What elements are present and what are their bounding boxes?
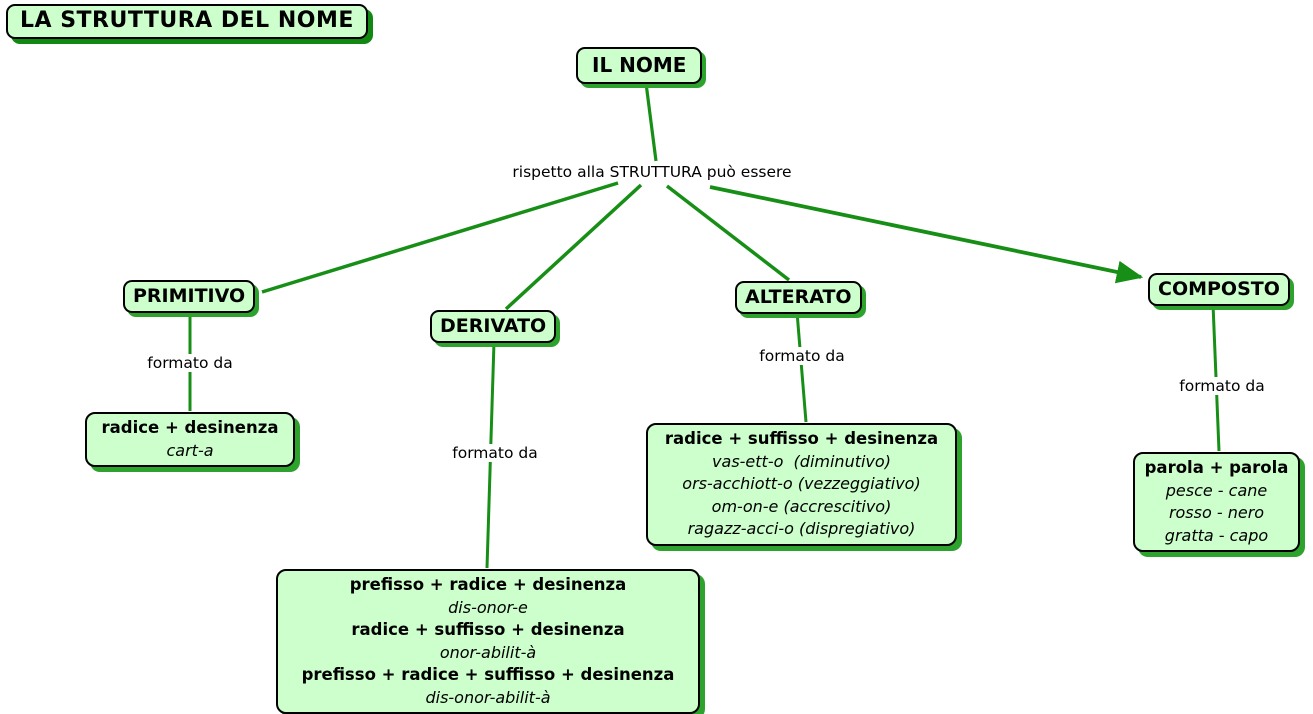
detail-line: radice + desinenza xyxy=(101,418,279,437)
relation-label: rispetto alla STRUTTURA può essere xyxy=(509,163,795,181)
detail-line: ors-acchiott-o (vezzeggiativo) xyxy=(682,474,921,493)
detail-line: radice + suffisso + desinenza xyxy=(351,620,625,639)
detail-line: parola + parola xyxy=(1144,458,1289,477)
detail-line: rosso - nero xyxy=(1168,503,1265,522)
edge-label-composto: formato da xyxy=(1176,377,1268,395)
node-primitivo: PRIMITIVO xyxy=(123,280,256,313)
edge-hub-to-derivato xyxy=(504,183,643,311)
derivato-detail-box: prefisso + radice + desinenza dis-onor-e… xyxy=(276,569,700,714)
detail-line: prefisso + radice + suffisso + desinenza xyxy=(301,665,675,684)
detail-line: ragazz-acci-o (dispregiativo) xyxy=(687,519,916,538)
composto-detail-box: parola + parola pesce - cane rosso - ner… xyxy=(1133,452,1300,552)
detail-line: vas-ett-o (diminutivo) xyxy=(712,451,891,471)
map-title: LA STRUTTURA DEL NOME xyxy=(6,4,368,39)
detail-line: om-on-e (accrescitivo) xyxy=(711,496,892,516)
edge-label-primitivo: formato da xyxy=(144,354,236,372)
detail-line: dis-onor-abilit-à xyxy=(425,687,551,707)
detail-line: pesce - cane xyxy=(1165,480,1268,500)
node-composto: COMPOSTO xyxy=(1148,273,1290,306)
edge-hub-to-alterato xyxy=(665,184,791,282)
detail-line: gratta - capo xyxy=(1164,525,1269,545)
detail-line: prefisso + radice + desinenza xyxy=(349,575,627,594)
node-derivato: DERIVATO xyxy=(430,310,557,343)
node-il-nome: IL NOME xyxy=(576,47,703,84)
edge-hub-to-composto-arrow xyxy=(709,185,1144,284)
detail-line: dis-onor-e xyxy=(448,597,528,617)
edge-label-alterato: formato da xyxy=(756,347,848,365)
edge-label-derivato: formato da xyxy=(449,444,541,462)
edge-hub-to-primitivo xyxy=(261,181,619,294)
node-alterato: ALTERATO xyxy=(735,281,862,314)
detail-line: cart-a xyxy=(166,440,214,460)
edge-root-to-hub xyxy=(644,82,658,162)
primitivo-detail-box: radice + desinenza cart-a xyxy=(85,412,295,467)
detail-line: radice + suffisso + desinenza xyxy=(664,429,939,448)
detail-line: onor-abilit-à xyxy=(439,642,537,662)
alterato-detail-box: radice + suffisso + desinenza vas-ett-o … xyxy=(646,423,957,546)
edge-alterato-to-detail xyxy=(795,311,808,423)
